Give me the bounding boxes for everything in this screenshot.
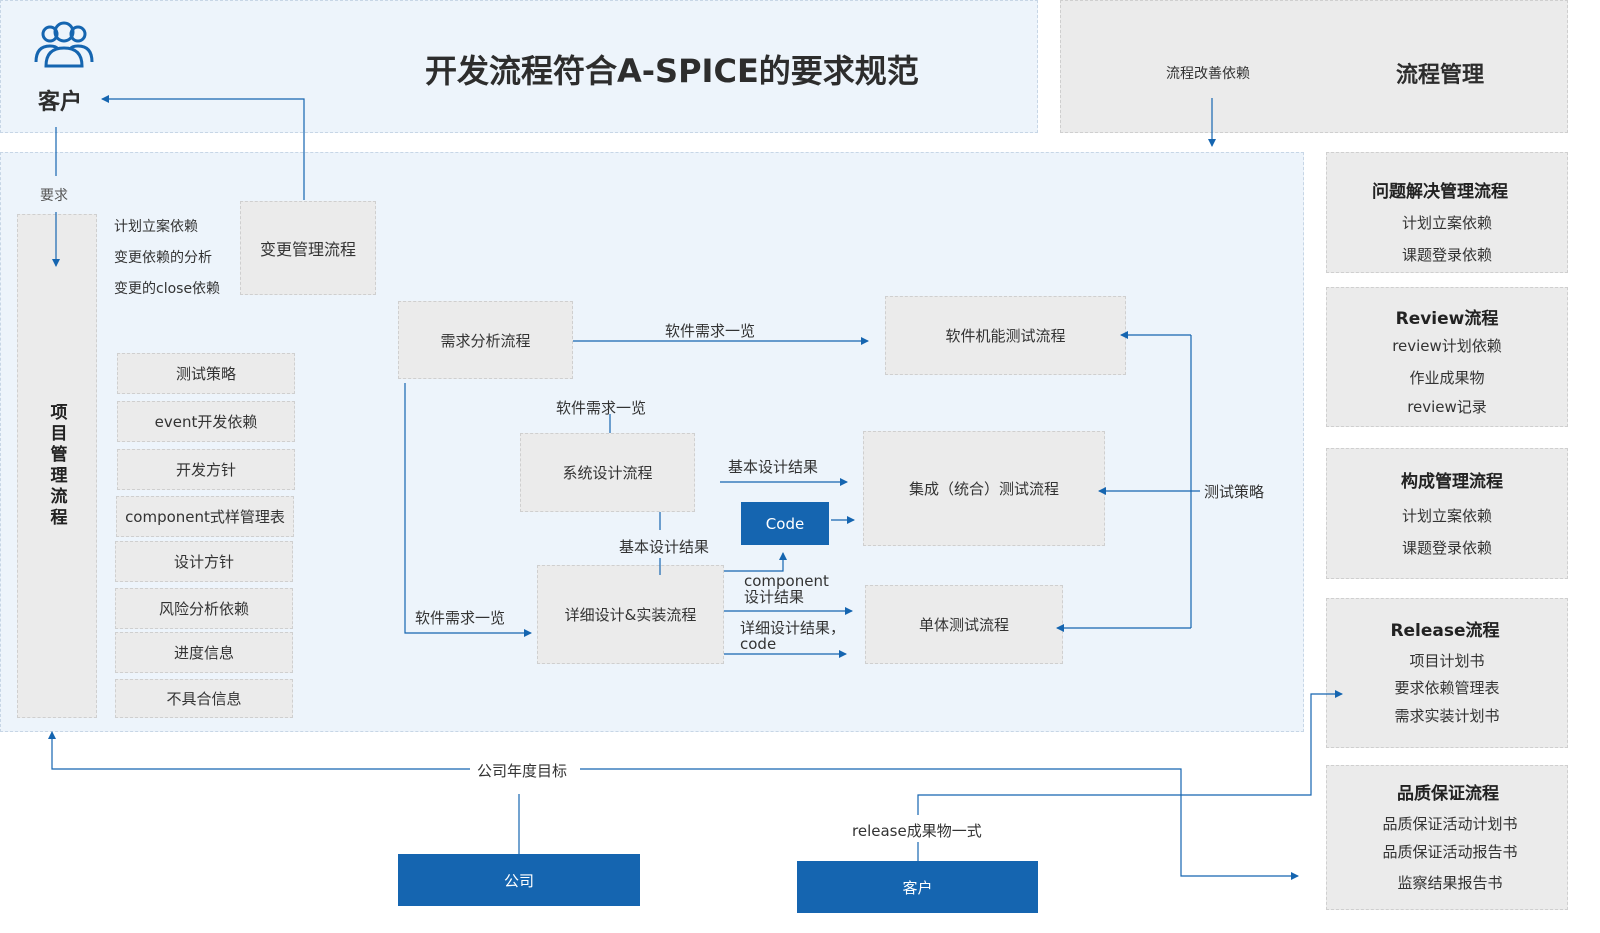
unit-test-box[interactable]: 单体测试流程 (865, 585, 1063, 664)
side-panel-review-item-1: review计划依赖 (1392, 337, 1502, 355)
code-box[interactable]: Code (741, 502, 829, 545)
detail-design-box[interactable]: 详细设计&实装流程 (537, 565, 724, 664)
sw-req-list-label-1: 软件需求一览 (665, 322, 756, 340)
side-panel-quality[interactable]: 品质保证流程 品质保证活动计划书 品质保证活动报告书 监察结果报告书 (1326, 765, 1568, 910)
change-to-customer-arrow (101, 95, 305, 200)
side-panel-release-title: Release流程 (1390, 621, 1500, 641)
software-function-test-box[interactable]: 软件机能测试流程 (885, 296, 1126, 375)
side-panel-release-item-3: 需求实装计划书 (1394, 707, 1500, 725)
side-panel-quality-item-3: 监察结果报告书 (1397, 874, 1503, 892)
side-panel-problem-title: 问题解决管理流程 (1372, 182, 1508, 202)
project-item-8[interactable]: 不具合信息 (115, 679, 293, 718)
side-panel-quality-item-1: 品质保证活动计划书 (1382, 815, 1518, 833)
side-panel-quality-title: 品质保证流程 (1397, 784, 1499, 804)
side-panel-release[interactable]: Release流程 项目计划书 要求依赖管理表 需求实装计划书 (1326, 598, 1568, 748)
side-panel-review-title: Review流程 (1395, 309, 1499, 329)
side-panel-problem[interactable]: 问题解决管理流程 计划立案依赖 课题登录依赖 (1326, 152, 1568, 273)
project-management-box: 项目管理流程 (17, 214, 97, 718)
side-panel-config-item-1: 计划立案依赖 (1401, 507, 1492, 525)
basic-design-label-1: 基本设计结果 (728, 458, 819, 476)
side-panel-problem-item-2: 课题登录依赖 (1401, 246, 1492, 264)
customer-to-release-arrow (917, 690, 1343, 815)
side-panel-review-item-3: review记录 (1407, 398, 1487, 416)
detail-result-label-1: 详细设计结果， (740, 619, 846, 637)
side-panel-config-item-2: 课题登录依赖 (1401, 539, 1492, 557)
company-box[interactable]: 公司 (398, 854, 640, 906)
project-item-4[interactable]: component式样管理表 (116, 496, 294, 537)
project-item-3[interactable]: 开发方针 (117, 449, 295, 490)
component-result-label-2: 设计结果 (744, 588, 805, 606)
side-panel-config-title: 构成管理流程 (1401, 472, 1503, 492)
change-note-3: 变更的close依赖 (114, 281, 221, 297)
project-item-1[interactable]: 测试策略 (117, 353, 295, 394)
project-item-7[interactable]: 进度信息 (115, 632, 293, 673)
side-panel-config[interactable]: 构成管理流程 计划立案依赖 课题登录依赖 (1326, 448, 1568, 579)
project-item-6[interactable]: 风险分析依赖 (115, 588, 293, 629)
annual-goal-to-main-arrow (48, 731, 470, 770)
requirement-label: 要求 (40, 188, 68, 204)
project-item-5[interactable]: 设计方针 (115, 541, 293, 582)
side-panel-release-item-1: 项目计划书 (1409, 652, 1485, 670)
system-design-box[interactable]: 系统设计流程 (520, 433, 695, 512)
sw-req-list-label-3: 软件需求一览 (415, 609, 506, 627)
change-note-1: 计划立案依赖 (114, 219, 198, 235)
test-strategy-label: 测试策略 (1204, 483, 1265, 501)
change-note-2: 变更依赖的分析 (114, 250, 212, 266)
customer-bottom-box[interactable]: 客户 (797, 861, 1038, 913)
customer-top-label: 客户 (38, 90, 83, 115)
project-management-label: 项目管理流程 (46, 403, 67, 529)
basic-design-label-2: 基本设计结果 (619, 538, 710, 556)
component-result-label-1: component (744, 572, 829, 590)
users-icon (30, 18, 98, 70)
requirement-analysis-box[interactable]: 需求分析流程 (398, 301, 573, 379)
integration-test-box[interactable]: 集成（统合）测试流程 (863, 431, 1105, 546)
side-panel-quality-item-2: 品质保证活动报告书 (1382, 843, 1518, 861)
annual-goal-label: 公司年度目标 (477, 762, 568, 780)
side-panel-release-item-2: 要求依赖管理表 (1394, 679, 1500, 697)
process-management-title: 流程管理 (1396, 63, 1485, 88)
change-management-box[interactable]: 变更管理流程 (240, 201, 376, 295)
process-management-panel (1060, 0, 1568, 133)
side-panel-review[interactable]: Review流程 review计划依赖 作业成果物 review记录 (1326, 287, 1568, 427)
detail-result-label-2: code (740, 635, 777, 653)
sw-req-list-label-2: 软件需求一览 (556, 399, 647, 417)
release-deliverables-label: release成果物一式 (852, 822, 982, 840)
page-title: 开发流程符合A-SPICE的要求规范 (425, 52, 919, 90)
req-to-detail-arrow (404, 383, 532, 637)
header-panel (0, 0, 1038, 133)
project-item-2[interactable]: event开发依赖 (117, 401, 295, 442)
side-panel-problem-item-1: 计划立案依赖 (1401, 214, 1492, 232)
annual-goal-to-quality-arrow (580, 768, 1299, 880)
process-improve-label: 流程改善依赖 (1166, 66, 1250, 82)
side-panel-review-item-2: 作业成果物 (1409, 369, 1485, 387)
detail-to-code-arrow (724, 552, 787, 572)
